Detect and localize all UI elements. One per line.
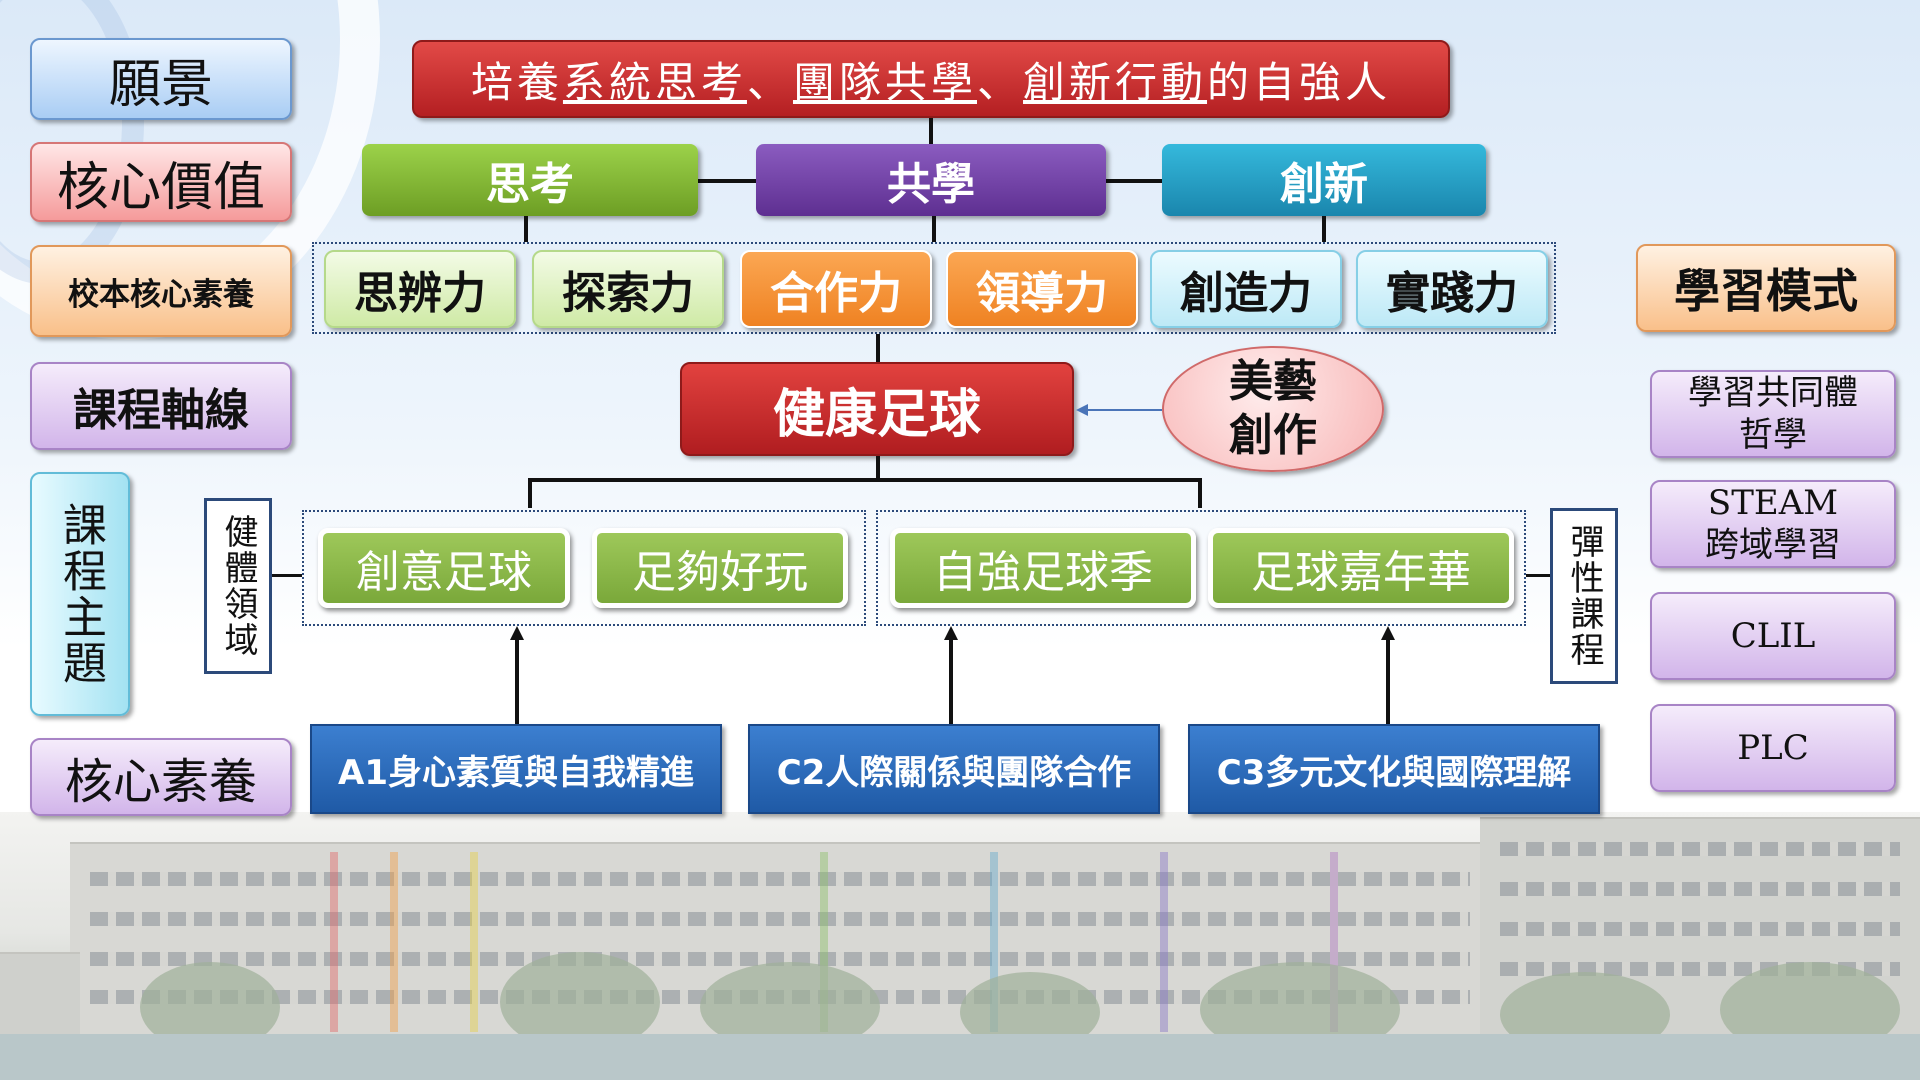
flexible-curriculum-label: 彈性課程	[1550, 508, 1618, 684]
arrow-c2-to-themes	[949, 640, 953, 724]
theme-fun-enough: 足夠好玩	[592, 528, 848, 608]
arrow-head	[944, 626, 958, 640]
vision-label-text: 願景	[108, 54, 213, 115]
learning-mode-plc: PLC	[1650, 704, 1896, 792]
competency-exploration: 探索力	[532, 250, 724, 328]
competency-cooperation: 合作力	[740, 250, 932, 328]
value-colearning: 共學	[756, 144, 1106, 216]
curriculum-axis-label: 課程軸線	[30, 362, 292, 450]
learning-mode-steam: STEAM 跨域學習	[1650, 480, 1896, 568]
learning-mode-title: 學習模式	[1636, 244, 1896, 332]
literacy-c2: C2人際關係與團隊合作	[748, 724, 1160, 814]
learning-mode-clil: CLIL	[1650, 592, 1896, 680]
curriculum-theme-label-text: 課程主題	[55, 502, 106, 686]
core-literacy-label-text: 核心素養	[64, 754, 257, 810]
value-thinking: 思考	[362, 144, 698, 216]
theme-group-health	[302, 510, 866, 626]
connector	[876, 456, 880, 480]
health-domain-label: 健體領域	[204, 498, 272, 674]
connector	[1322, 216, 1326, 242]
connector	[1198, 478, 1202, 508]
core-values-label-text: 核心價值	[56, 157, 265, 218]
connector	[929, 118, 933, 144]
arrow-a1-to-themes	[515, 640, 519, 724]
vision-part-team: 團隊共學	[792, 57, 977, 107]
axis-health-football: 健康足球	[680, 362, 1074, 456]
value-innovation: 創新	[1162, 144, 1486, 216]
connector	[1106, 179, 1162, 183]
vision-label: 願景	[30, 38, 292, 120]
connector	[272, 574, 302, 577]
theme-group-flexible	[876, 510, 1526, 626]
core-values-label: 核心價值	[30, 142, 292, 222]
connector	[932, 216, 936, 242]
connector	[1526, 574, 1550, 577]
theme-football-season: 自強足球季	[890, 528, 1196, 608]
arrow-head	[1381, 626, 1395, 640]
core-literacy-label: 核心素養	[30, 738, 292, 816]
arrow-c3-to-themes	[1386, 640, 1390, 724]
axis-arts-creation: 美藝 創作	[1162, 346, 1384, 472]
school-competency-label: 校本核心素養	[30, 245, 292, 337]
vision-part-innovation: 創新行動	[1023, 57, 1208, 107]
arrow-head	[510, 626, 524, 640]
theme-creative-football: 創意足球	[318, 528, 570, 608]
connector	[524, 216, 528, 242]
vision-statement: 培養 系統思考 、 團隊共學 、 創新行動 的自強人	[412, 40, 1450, 118]
curriculum-theme-label: 課程主題	[30, 472, 130, 716]
connector	[698, 179, 756, 183]
connector	[876, 334, 880, 364]
literacy-c3: C3多元文化與國際理解	[1188, 724, 1600, 814]
connector	[528, 478, 1202, 482]
school-photo	[0, 812, 1920, 1080]
vision-part-systems: 系統思考	[562, 57, 747, 107]
competency-creativity: 創造力	[1150, 250, 1342, 328]
learning-mode-learning-community: 學習共同體 哲學	[1650, 370, 1896, 458]
connector	[528, 478, 532, 508]
literacy-a1: A1身心素質與自我精進	[310, 724, 722, 814]
competency-practice: 實踐力	[1356, 250, 1548, 328]
theme-football-carnival: 足球嘉年華	[1208, 528, 1514, 608]
arrow-head	[1076, 404, 1088, 416]
curriculum-axis-label-text: 課程軸線	[73, 385, 249, 436]
competency-group	[312, 242, 1556, 334]
school-competency-label-text: 校本核心素養	[68, 276, 254, 313]
competency-leadership: 領導力	[946, 250, 1138, 328]
arrow-arts-to-axis	[1088, 409, 1162, 411]
competency-critical-thinking: 思辨力	[324, 250, 516, 328]
